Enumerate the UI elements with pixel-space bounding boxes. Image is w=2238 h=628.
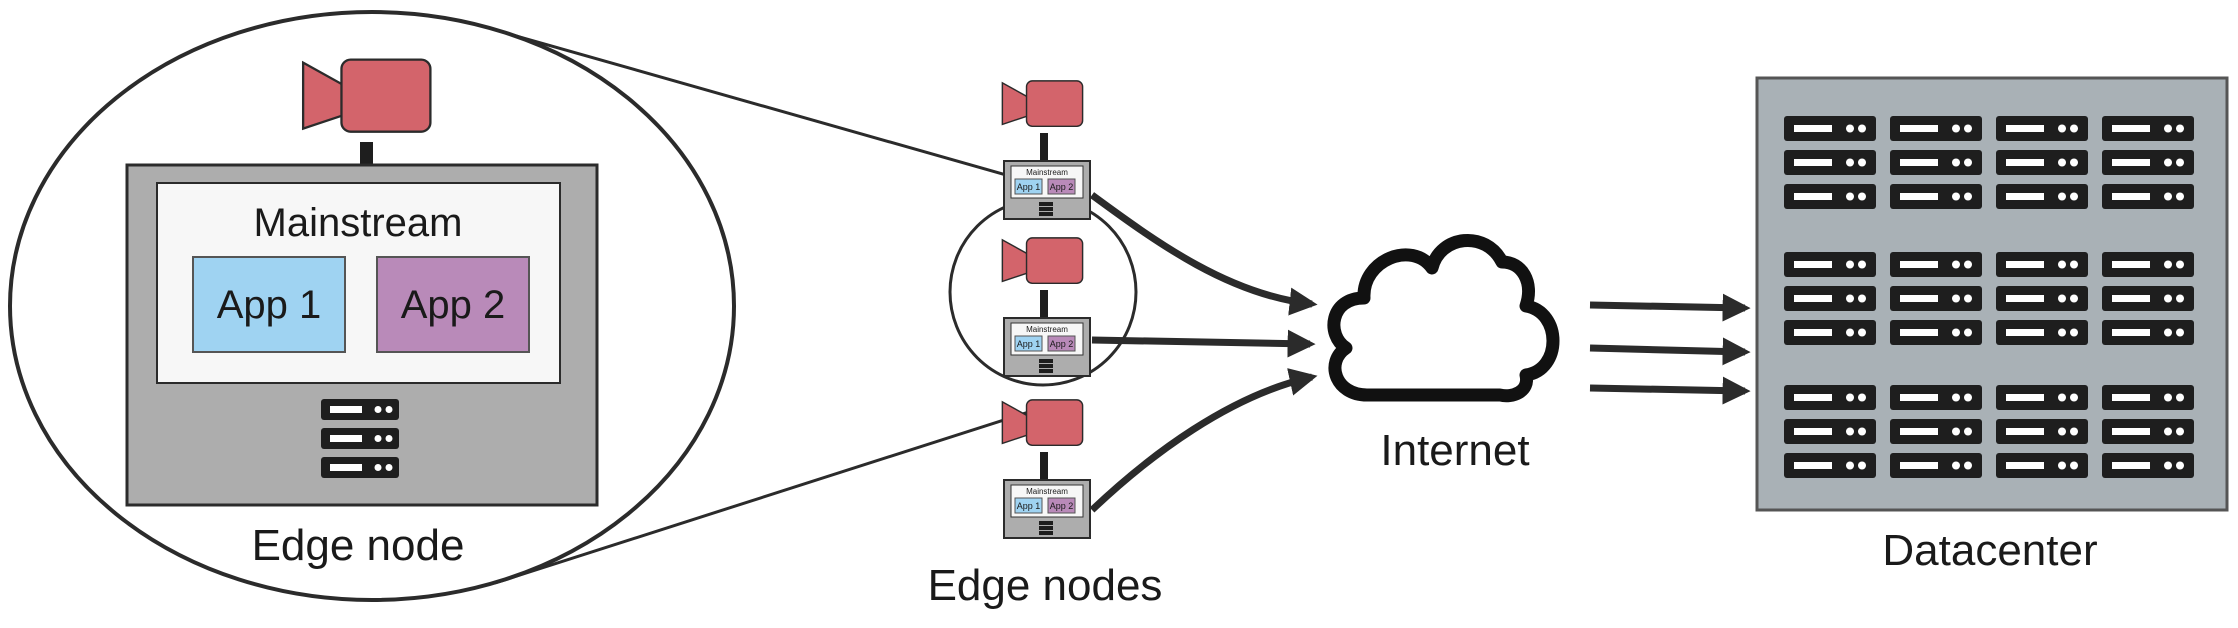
datacenter-server-unit xyxy=(1996,116,2088,141)
datacenter-server-unit xyxy=(1890,116,1982,141)
arrow-internet-to-datacenter-1 xyxy=(1589,293,1751,322)
datacenter-server-unit xyxy=(1784,116,1876,141)
datacenter-server-unit xyxy=(1996,150,2088,175)
edge-node-3-app1-label: App 1 xyxy=(1017,501,1041,511)
edge-node-3-camera-icon xyxy=(1001,399,1084,447)
datacenter-server-unit xyxy=(1890,385,1982,410)
edge-node-2-app2-label: App 2 xyxy=(1050,339,1074,349)
datacenter-servers xyxy=(1784,116,2194,478)
zoom-app2-box xyxy=(376,256,530,353)
datacenter-server-unit xyxy=(2102,385,2194,410)
zoom-camera-icon xyxy=(301,58,432,166)
datacenter-server-unit xyxy=(2102,184,2194,209)
datacenter-server-unit xyxy=(1996,320,2088,345)
edge-nodes-caption: Edge nodes xyxy=(928,561,1163,610)
arrow-internet-to-datacenter-2 xyxy=(1589,337,1751,366)
datacenter-server-unit xyxy=(2102,320,2194,345)
datacenter-server-unit xyxy=(1784,419,1876,444)
zoom-server-icon xyxy=(321,399,399,478)
datacenter-server-unit xyxy=(2102,116,2194,141)
zoom-node-caption: Edge node xyxy=(252,521,465,570)
edge-node-3: Mainstream App 1 App 2 xyxy=(1001,399,1091,539)
datacenter-server-unit xyxy=(2102,453,2194,478)
datacenter-server-unit xyxy=(1996,286,2088,311)
datacenter-server-unit xyxy=(1890,320,1982,345)
zoom-app1-box xyxy=(192,256,346,353)
internet-caption: Internet xyxy=(1380,426,1529,475)
edge-node-2-camera-icon xyxy=(1001,237,1084,285)
datacenter-server-unit xyxy=(1784,286,1876,311)
edge-node-1: Mainstream App 1 App 2 xyxy=(1001,80,1091,220)
datacenter-server-unit xyxy=(1890,184,1982,209)
datacenter-server-unit xyxy=(1890,419,1982,444)
datacenter-server-unit xyxy=(1996,419,2088,444)
datacenter-server-unit xyxy=(1890,252,1982,277)
datacenter-server-unit xyxy=(1784,320,1876,345)
datacenter-server-unit xyxy=(2102,286,2194,311)
datacenter-server-unit xyxy=(2102,419,2194,444)
edge-node-2-mainstream-label: Mainstream xyxy=(1026,325,1068,334)
datacenter-caption: Datacenter xyxy=(1882,526,2097,575)
arrow-edge3-to-internet xyxy=(1089,368,1318,513)
zoom-mainstream-label: Mainstream xyxy=(254,201,463,245)
datacenter-server-unit xyxy=(1890,286,1982,311)
edge-node-2: Mainstream App 1 App 2 xyxy=(1001,237,1091,377)
datacenter-server-unit xyxy=(1784,150,1876,175)
datacenter-server-unit xyxy=(1784,453,1876,478)
datacenter-server-unit xyxy=(1890,453,1982,478)
internet-cloud-icon xyxy=(1327,233,1560,403)
arrow-edge2-to-internet xyxy=(1091,329,1316,358)
zoom-app1-label: App 1 xyxy=(217,283,322,327)
zoom-line-top xyxy=(494,28,1039,186)
datacenter-server-unit xyxy=(1996,385,2088,410)
edge-node-3-app2-label: App 2 xyxy=(1050,501,1074,511)
arrow-internet-to-datacenter-3 xyxy=(1589,376,1751,405)
datacenter-server-unit xyxy=(2102,150,2194,175)
datacenter-server-unit xyxy=(1996,184,2088,209)
edge-node-1-camera-icon xyxy=(1001,80,1084,128)
datacenter-server-unit xyxy=(1784,184,1876,209)
zoom-line-bottom xyxy=(494,400,1061,585)
datacenter-server-unit xyxy=(1784,385,1876,410)
datacenter-server-unit xyxy=(1996,252,2088,277)
zoom-app2-label: App 2 xyxy=(401,283,506,327)
edge-node-1-app1-label: App 1 xyxy=(1017,182,1041,192)
edge-node-1-app2-label: App 2 xyxy=(1050,182,1074,192)
datacenter-server-unit xyxy=(2102,252,2194,277)
edge-node-3-mainstream-label: Mainstream xyxy=(1026,487,1068,496)
arrow-edge1-to-internet xyxy=(1089,192,1318,316)
datacenter-server-unit xyxy=(1996,453,2088,478)
edge-node-1-mainstream-label: Mainstream xyxy=(1026,168,1068,177)
datacenter-server-unit xyxy=(1784,252,1876,277)
datacenter-server-unit xyxy=(1890,150,1982,175)
edge-node-2-app1-label: App 1 xyxy=(1017,339,1041,349)
